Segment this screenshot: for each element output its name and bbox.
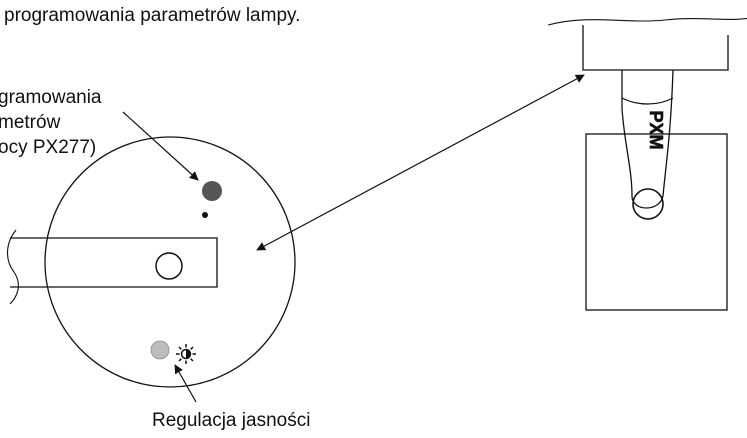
heading-text: programowania parametrów lampy. xyxy=(4,5,300,26)
connection-double-arrow xyxy=(256,74,585,251)
ceiling-wave xyxy=(547,17,747,26)
sun-icon xyxy=(176,344,196,364)
programming-arrow xyxy=(122,111,199,181)
programming-label-line-1: gramowania xyxy=(0,87,102,108)
programming-label-line-3: ocy PX277) xyxy=(0,137,96,158)
arm-screw-circle xyxy=(155,252,183,280)
indicator-dot xyxy=(202,212,208,218)
brightness-arrow xyxy=(174,364,197,403)
lamp-head-circle xyxy=(44,136,296,388)
programming-label-line-2: metrów xyxy=(0,112,61,133)
brand-logo: PXM xyxy=(646,110,666,149)
lamp-arm-bar xyxy=(10,237,218,288)
programming-button xyxy=(202,181,222,201)
ceiling-bracket xyxy=(582,25,729,71)
arm-pivot-circle xyxy=(632,188,664,220)
hanging-arm xyxy=(621,69,674,209)
brightness-button xyxy=(150,340,170,360)
brightness-label: Regulacja jasności xyxy=(152,410,310,431)
lamp-body-box xyxy=(585,133,728,311)
arm-break-curve xyxy=(6,229,19,305)
arm-joint-curve xyxy=(621,97,674,105)
